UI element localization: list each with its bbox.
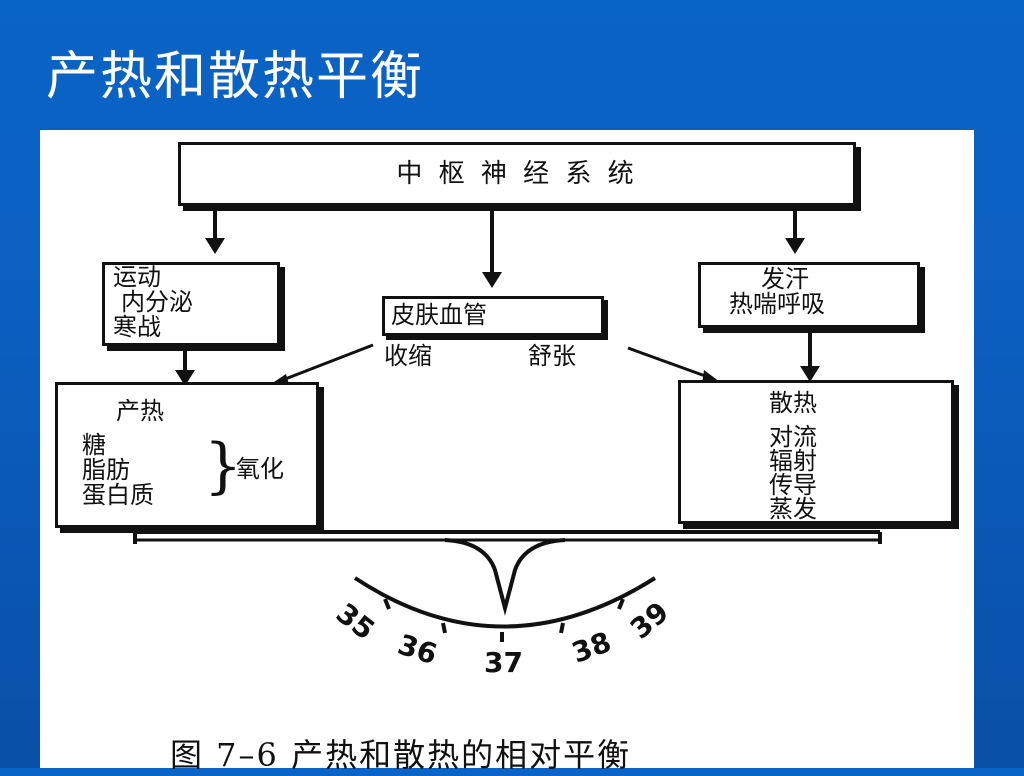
loss-way-label: 蒸发 xyxy=(769,495,817,523)
scale-tick xyxy=(383,598,391,610)
source-label: 蛋白质 xyxy=(82,481,154,509)
scale-tick xyxy=(559,622,565,634)
heat-loss-title: 散热 xyxy=(769,389,817,417)
balance-pointer xyxy=(444,538,566,616)
slide-title: 产热和散热平衡 xyxy=(46,47,425,107)
brace: } xyxy=(204,431,243,501)
cns-box: 中 枢 神 经 系 统 xyxy=(178,142,856,206)
heat-production-title: 产热 xyxy=(116,397,164,425)
source-label: 糖 xyxy=(82,431,106,459)
scale-label-37: 37 xyxy=(484,646,523,679)
dilate-label: 舒张 xyxy=(528,342,576,370)
sweat-label: 发汗 xyxy=(761,265,809,293)
arrow-dilate xyxy=(627,346,709,379)
diagram-lines xyxy=(133,205,882,642)
scale-tick xyxy=(441,622,447,634)
loss-way-label: 对流 xyxy=(769,423,817,451)
cns-label: 中 枢 神 经 系 统 xyxy=(396,159,638,189)
arrowhead xyxy=(175,370,195,386)
input-label: 寒战 xyxy=(113,313,161,341)
temperature-scale-arc xyxy=(353,576,657,629)
figure-panel: 中 枢 神 经 系 统 运动 内分泌 寒战 皮肤血管 收缩 舒张 发汗 热喘呼吸… xyxy=(40,130,974,774)
arrowhead xyxy=(205,238,225,254)
constrict-label: 收缩 xyxy=(384,342,432,370)
arrowhead xyxy=(800,366,820,382)
sweat-breath-box: 发汗 热喘呼吸 xyxy=(698,262,920,328)
loss-way-label: 传导 xyxy=(769,471,817,499)
oxidation-label: 氧化 xyxy=(236,455,284,483)
input-label: 内分泌 xyxy=(121,288,193,316)
figure-caption: 图 7–6 产热和散热的相对平衡 xyxy=(170,736,632,774)
scale-tick xyxy=(617,598,625,610)
skin-vessels-label: 皮肤血管 xyxy=(391,301,487,329)
heat-loss-box: 散热 对流 辐射 传导 蒸发 xyxy=(678,380,954,524)
arrowhead xyxy=(482,272,502,288)
left-inputs-box: 运动 内分泌 寒战 xyxy=(102,262,280,346)
source-label: 脂肪 xyxy=(82,456,130,484)
arrow-constrict xyxy=(279,343,374,383)
arrowhead xyxy=(785,238,805,254)
panting-label: 热喘呼吸 xyxy=(729,290,825,318)
heat-production-box: 产热 糖 脂肪 蛋白质 } 氧化 xyxy=(55,382,319,528)
input-label: 运动 xyxy=(113,263,161,291)
loss-way-label: 辐射 xyxy=(769,447,817,475)
skin-vessels-box: 皮肤血管 xyxy=(382,296,604,336)
